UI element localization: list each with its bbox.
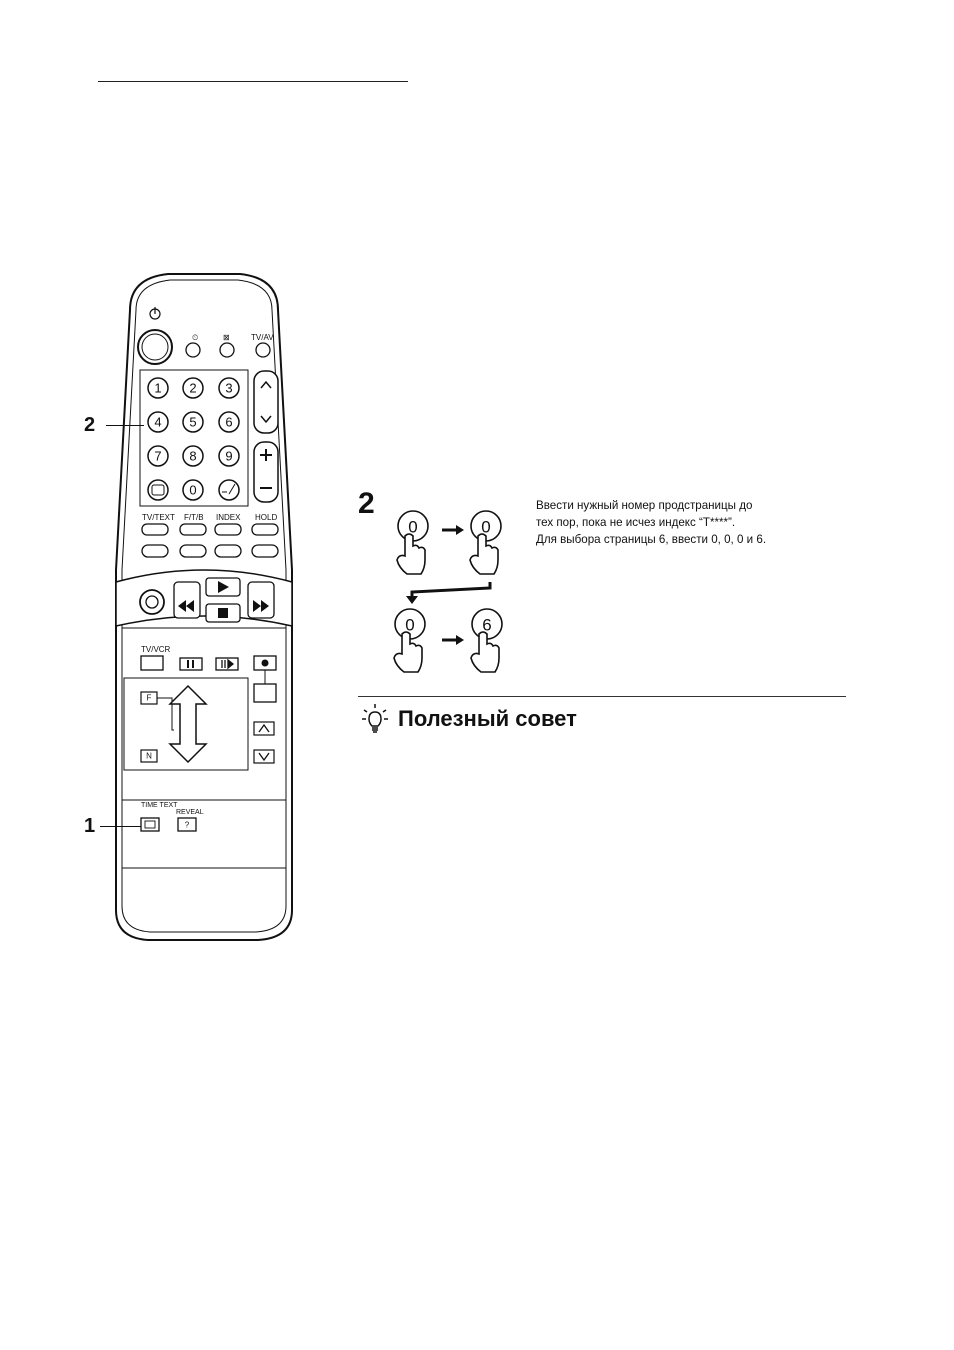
tv-text-button[interactable] [142, 524, 168, 535]
step-instructions: Ввести нужный номер продстраницы до тех … [536, 497, 856, 548]
key-9-label: 9 [225, 449, 232, 464]
callout-time-text: 1 [84, 815, 95, 838]
lightbulb-icon [360, 702, 390, 736]
tv-av-button[interactable] [256, 343, 270, 357]
vcr-power-button[interactable] [140, 590, 164, 614]
header-rule [98, 81, 408, 82]
tv-vcr-label: TV/VCR [141, 645, 171, 654]
reveal-label: REVEAL [176, 809, 204, 816]
ftb-button[interactable] [180, 524, 206, 535]
timer-button[interactable] [186, 343, 200, 357]
power-button[interactable] [138, 330, 172, 364]
time-text-button[interactable] [141, 818, 159, 831]
tip-title: Полезный совет [398, 706, 577, 732]
key-sequence-diagram: 0 0 0 6 [380, 500, 520, 680]
arrow-down-icon [406, 596, 418, 604]
step-number: 2 [358, 487, 375, 521]
tip-rule [358, 696, 846, 697]
pressing-hand-icon [471, 632, 499, 672]
yellow-key[interactable] [215, 545, 241, 557]
index-button[interactable] [215, 524, 241, 535]
key-2-label: 2 [189, 381, 196, 396]
key-8-label: 8 [189, 449, 196, 464]
rewind-button[interactable] [174, 582, 200, 618]
key-6-label: 6 [225, 415, 232, 430]
hold-button[interactable] [252, 524, 278, 535]
arrow-right-icon [456, 635, 464, 645]
time-text-label: TIME TEXT [141, 802, 178, 809]
pressing-hand-icon [397, 534, 425, 574]
record-icon [262, 660, 269, 667]
tv-vcr-button[interactable] [141, 656, 163, 670]
key-7-label: 7 [154, 449, 161, 464]
ftb-label: F/T/B [184, 513, 204, 522]
remote-control-illustration: ⏲ ⊠ TV/AV 1 2 3 4 5 6 7 8 9 0 [108, 270, 300, 950]
key-1-label: 1 [154, 381, 161, 396]
digit-toggle-key[interactable] [219, 480, 239, 500]
step-text-line-1: Ввести нужный номер продстраницы до [536, 497, 856, 514]
arrow-right-icon [456, 525, 464, 535]
callout-time-text-line [100, 826, 141, 827]
key-4-label: 4 [154, 415, 161, 430]
n-key-label: N [146, 752, 152, 761]
program-button[interactable] [254, 684, 276, 702]
pressing-hand-icon [394, 632, 422, 672]
slow-button[interactable] [216, 658, 238, 670]
green-key[interactable] [180, 545, 206, 557]
tv-av-label: TV/AV [251, 333, 274, 342]
key-5-label: 5 [189, 415, 196, 430]
hold-label: HOLD [255, 513, 277, 522]
key-3-label: 3 [225, 381, 232, 396]
step-text-line-3: Для выбора страницы 6, ввести 0, 0, 0 и … [536, 531, 856, 548]
red-key[interactable] [142, 545, 168, 557]
index-label: INDEX [216, 513, 241, 522]
tv-text-label: TV/TEXT [142, 513, 175, 522]
callout-keypad: 2 [84, 414, 95, 437]
timer-icon: ⏲ [192, 333, 198, 342]
cyan-key[interactable] [252, 545, 278, 557]
mute-button[interactable] [220, 343, 234, 357]
pause-button[interactable] [180, 658, 202, 670]
recall-key[interactable] [148, 480, 168, 500]
mute-icon: ⊠ [223, 333, 230, 342]
reveal-icon: ? [185, 821, 190, 830]
callout-keypad-line [106, 425, 144, 426]
key-0-label: 0 [189, 483, 196, 498]
pressing-hand-icon [470, 534, 498, 574]
program-rocker[interactable] [254, 371, 278, 433]
stop-icon [218, 608, 228, 618]
f-key-label: F [147, 694, 152, 703]
step-text-line-2: тех пор, пока не исчез индекс “T****”. [536, 514, 856, 531]
